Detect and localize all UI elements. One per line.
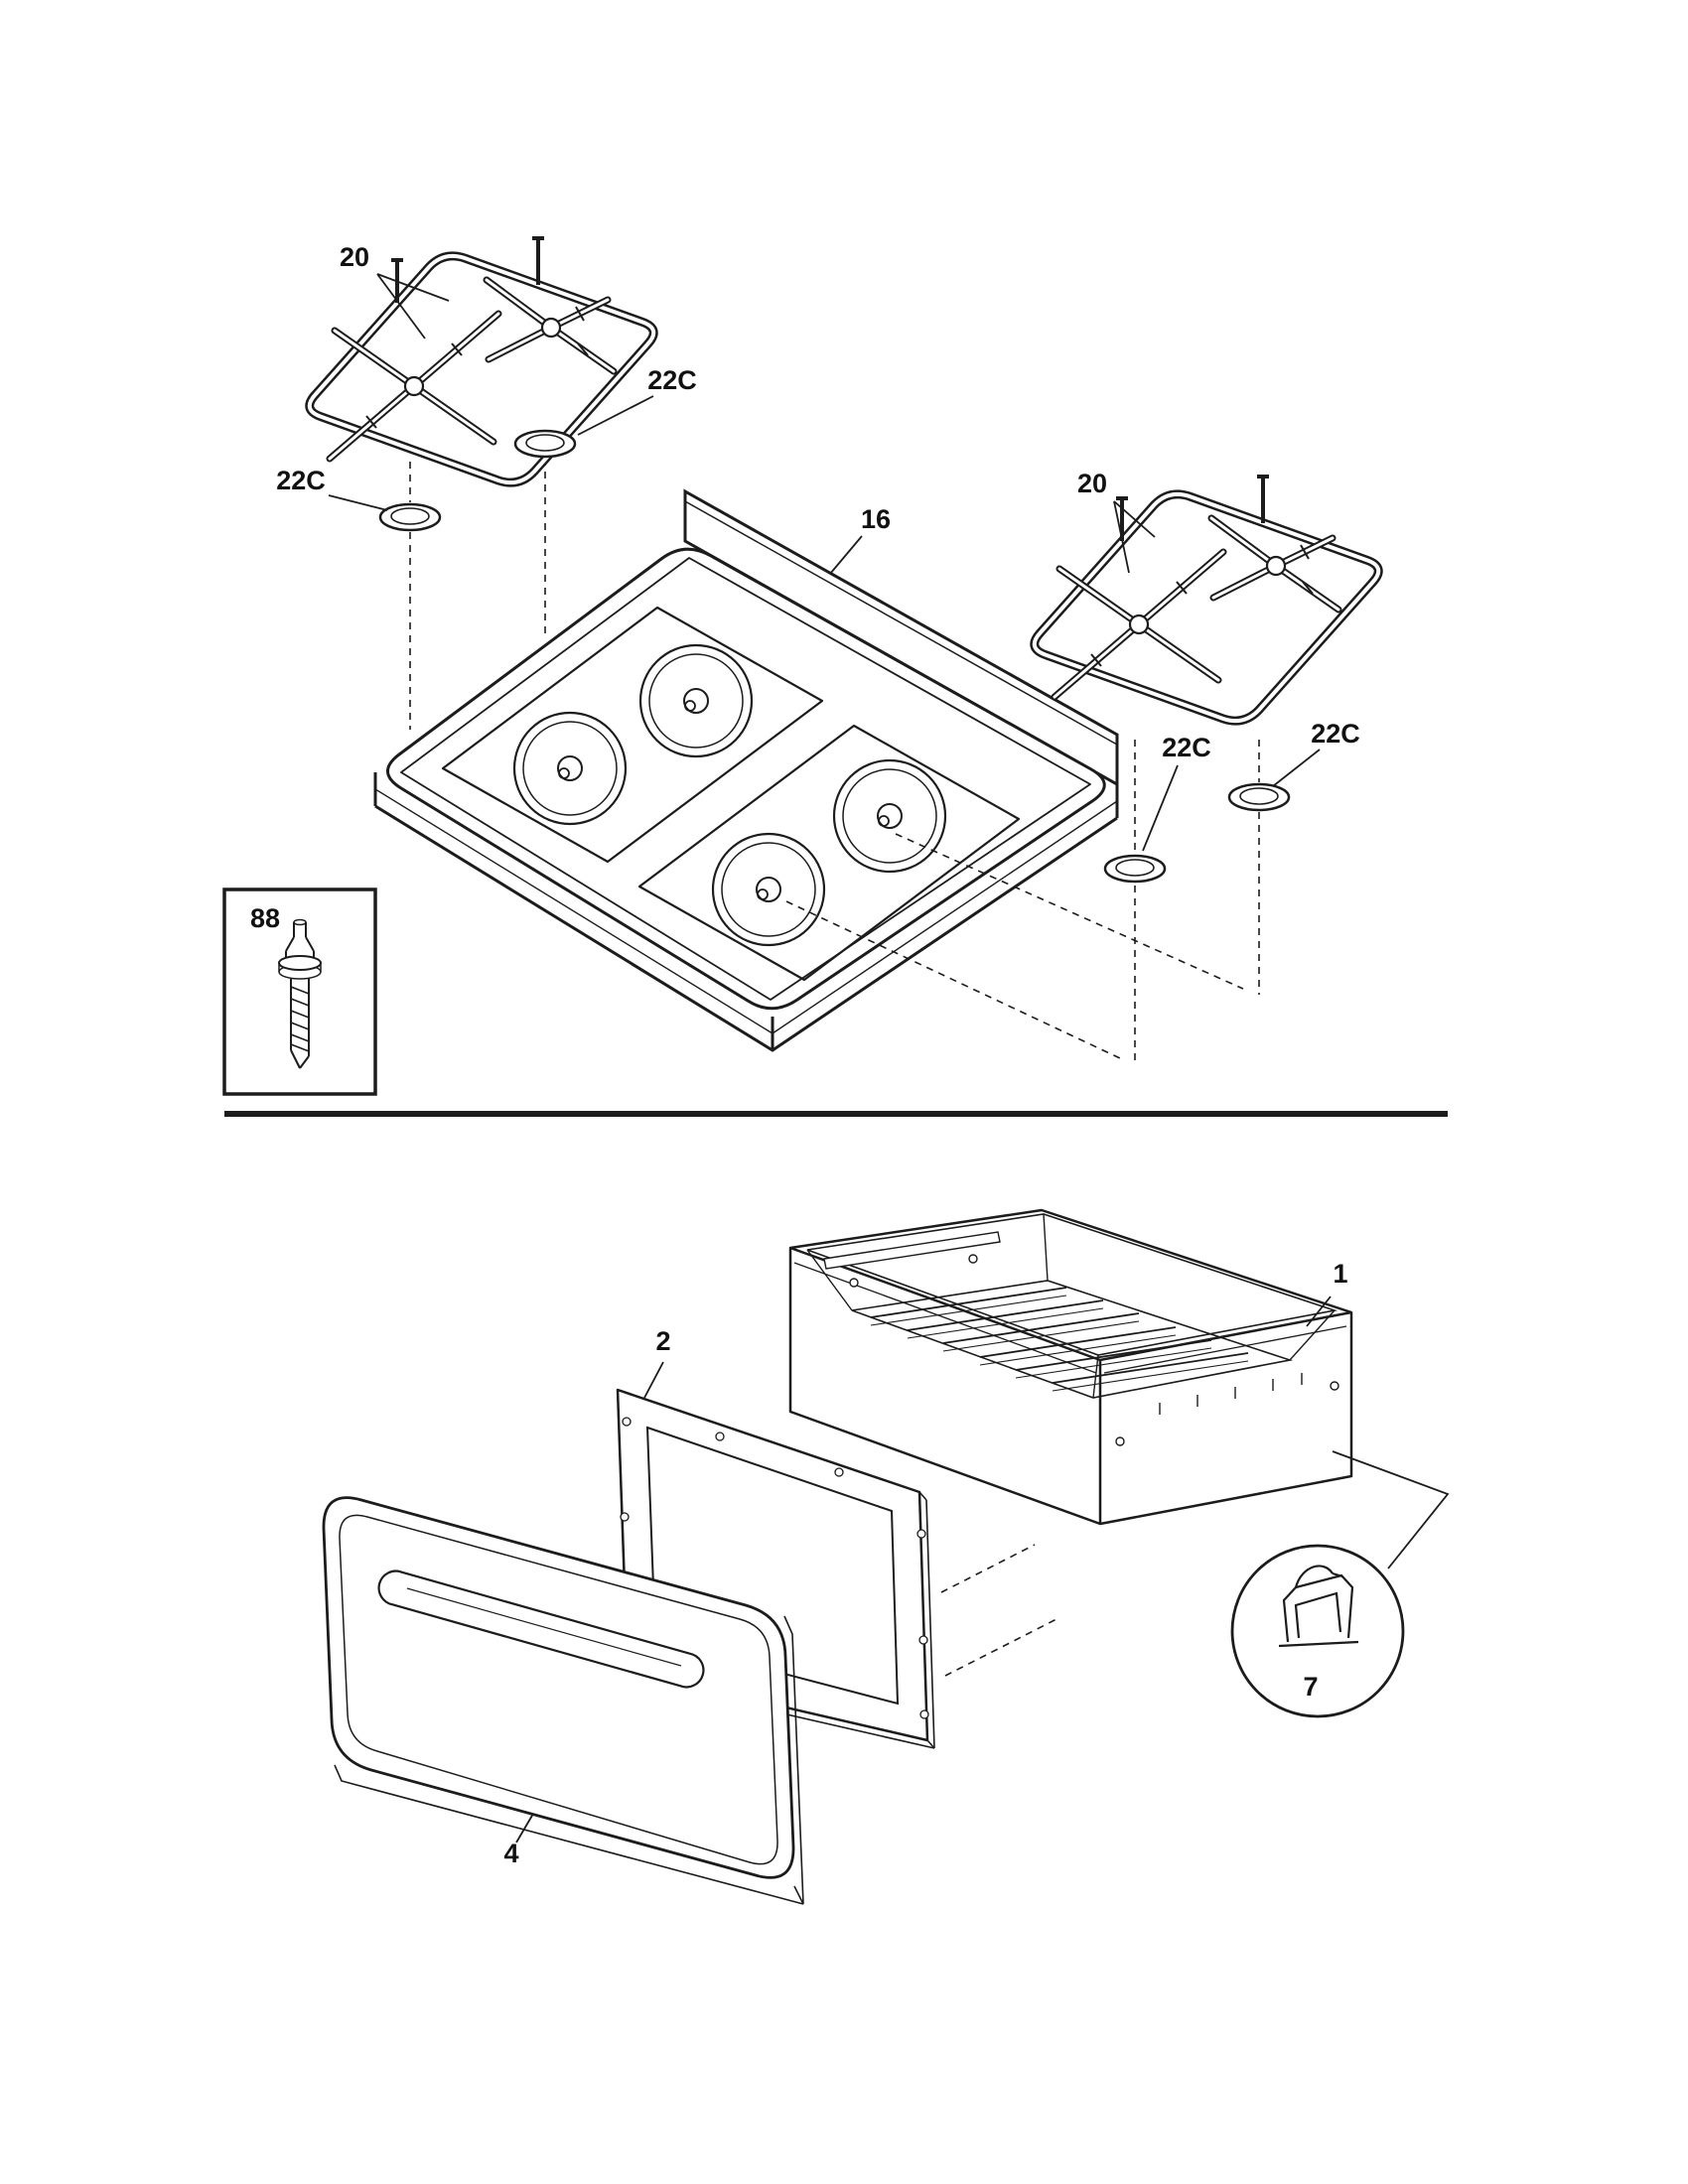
part-label-7: 7 bbox=[1303, 1672, 1318, 1702]
part-label-22c-lower: 22C bbox=[1162, 733, 1211, 762]
part-label-16: 16 bbox=[861, 504, 891, 534]
clip-detail-circle: 7 bbox=[1230, 1450, 1450, 1718]
inner-panel-window bbox=[645, 1426, 900, 1706]
burner-cap-right bbox=[1227, 782, 1291, 812]
drawer-floor bbox=[851, 1280, 1294, 1399]
burner-grate-left bbox=[310, 238, 654, 482]
clip-part bbox=[1278, 1565, 1359, 1648]
drawer-section: 1 bbox=[322, 1208, 1450, 1905]
part-label-88: 88 bbox=[250, 903, 280, 933]
part-label-22c-upper: 22C bbox=[647, 365, 697, 395]
maintop-panel bbox=[373, 488, 1119, 1052]
drawer-handle-recess bbox=[377, 1570, 705, 1689]
part-label-1: 1 bbox=[1333, 1259, 1347, 1289]
drawer-alignment-dashes bbox=[940, 1544, 1059, 1677]
part-label-2: 2 bbox=[655, 1326, 670, 1356]
part-label-20-right: 20 bbox=[1077, 469, 1107, 498]
leader-lines-top bbox=[328, 273, 1321, 852]
maintop-surface bbox=[386, 547, 1106, 1011]
burner-cap-lower bbox=[1103, 854, 1167, 884]
part-label-22c-left: 22C bbox=[276, 466, 326, 495]
burner-tray-right bbox=[637, 724, 1021, 982]
burner-cap-upper bbox=[513, 429, 577, 459]
drawer-wall-ticks bbox=[1159, 1373, 1303, 1415]
part-label-20-left: 20 bbox=[340, 242, 369, 272]
burner-grate-right bbox=[1035, 477, 1379, 721]
part-label-4: 4 bbox=[503, 1839, 518, 1868]
burner-cap-left bbox=[378, 502, 442, 532]
drawer-rail-slot bbox=[823, 1231, 1001, 1270]
part-label-22c-right: 22C bbox=[1311, 719, 1360, 749]
drawer-floor-ribs bbox=[870, 1287, 1249, 1384]
drawer-body: 1 bbox=[788, 1208, 1353, 1526]
alignment-dashed-lines bbox=[409, 459, 1260, 1064]
screw-detail-box: 88 bbox=[222, 887, 377, 1096]
inner-panel-holes bbox=[620, 1417, 929, 1719]
burner-tray-left bbox=[441, 606, 824, 864]
top-section: 88 20 22C 22C 16 20 22C 22C bbox=[222, 238, 1379, 1096]
drawer-front-panel: 4 bbox=[322, 1496, 804, 1905]
screw-part bbox=[278, 918, 322, 1069]
